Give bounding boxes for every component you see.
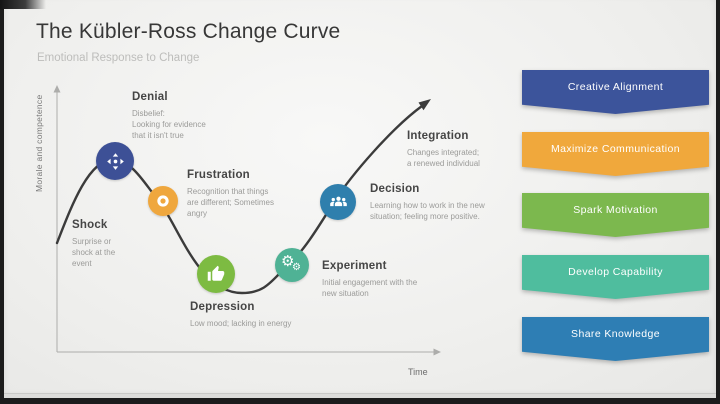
x-axis-label: Time: [408, 367, 428, 377]
depression-node: [197, 255, 235, 293]
stage-frustration: Frustration Recognition that things are …: [187, 169, 299, 220]
banner-label: Develop Capability: [568, 266, 663, 278]
banner-develop-capability: Develop Capability: [522, 255, 709, 299]
stage-description: Disbelief: Looking for evidence that it …: [132, 109, 206, 141]
banner-label: Creative Alignment: [567, 81, 664, 93]
stage-name: Decision: [370, 183, 420, 195]
stage-name: Frustration: [187, 169, 250, 181]
stage-name: Experiment: [322, 260, 387, 272]
stage-description: Initial engagement with the new situatio…: [322, 278, 418, 299]
banner-share-knowledge: Share Knowledge: [522, 317, 709, 361]
frame-corner-shadow: [0, 0, 46, 9]
thumbs-up-icon: [207, 265, 225, 283]
banner-spark-motivation: Spark Motivation: [522, 193, 709, 237]
banner-creative-alignment: Creative Alignment: [522, 70, 709, 114]
banner-label: Maximize Communication: [550, 143, 680, 155]
stage-name: Denial: [132, 91, 168, 103]
team-icon: [329, 193, 348, 212]
stage-name: Shock: [72, 219, 108, 231]
decision-node: [320, 184, 356, 220]
stage-depression: Depression Low mood; lacking in energy: [190, 301, 340, 329]
stage-experiment: Experiment Initial engagement with the n…: [322, 260, 437, 299]
stage-shock: Shock Surprise or shock at the event: [72, 219, 142, 270]
y-axis-label: Morale and competence: [34, 94, 44, 192]
stage-name: Integration: [407, 130, 469, 142]
stage-decision: Decision Learning how to work in the new…: [370, 183, 505, 222]
stage-description: Changes integrated; a renewed individual: [407, 148, 480, 169]
banner-label: Share Knowledge: [571, 328, 660, 340]
stage-denial: Denial Disbelief: Looking for evidence t…: [132, 91, 227, 142]
stage-description: Learning how to work in the new situatio…: [370, 201, 485, 222]
page-subtitle: Emotional Response to Change: [37, 52, 200, 64]
stage-integration: Integration Changes integrated; a renewe…: [407, 130, 527, 169]
gears-icon: ⚙ ⚙: [281, 253, 301, 273]
slide: The Kübler-Ross Change Curve Emotional R…: [4, 0, 716, 397]
stage-description: Recognition that things are different; S…: [187, 187, 275, 219]
ring-icon: [155, 193, 171, 209]
frustration-node: [148, 186, 178, 216]
denial-node: [96, 142, 134, 180]
stage-description: Low mood; lacking in energy: [190, 319, 292, 328]
banner-label: Spark Motivation: [573, 204, 658, 216]
banner-maximize-communication: Maximize Communication: [522, 132, 709, 176]
slide-bottom-edge: [4, 393, 716, 398]
stage-name: Depression: [190, 301, 255, 313]
move-icon: [106, 152, 125, 171]
experiment-node: ⚙ ⚙: [275, 248, 309, 282]
stage-description: Surprise or shock at the event: [72, 237, 116, 269]
page-title: The Kübler-Ross Change Curve: [36, 20, 341, 43]
